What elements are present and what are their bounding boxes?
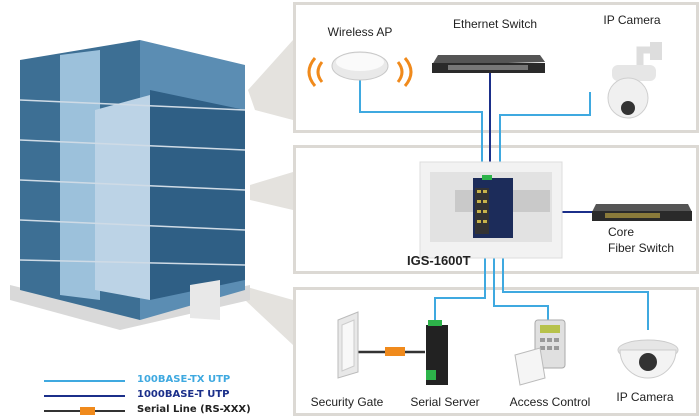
serial-server-label: Serial Server [410, 395, 480, 409]
ip-camera-bottom-label: IP Camera [616, 390, 674, 404]
building-image [10, 40, 250, 330]
security-gate-icon [337, 311, 359, 379]
legend-lines [44, 380, 125, 415]
igs-1600t-switch-icon [473, 175, 513, 238]
wireless-ap-icon [307, 51, 413, 87]
wireless-ap-label: Wireless AP [327, 25, 393, 39]
callout-wedges [240, 40, 293, 345]
ethernet-switch-icon [432, 55, 545, 73]
legend-1000base-t: 1000BASE-T UTP [137, 389, 230, 400]
access-control-label: Access Control [509, 395, 591, 409]
model-label: IGS-1600T [407, 253, 471, 268]
core-fiber-switch-icon [592, 204, 692, 221]
dome-camera-icon [617, 339, 679, 379]
ethernet-switch-label: Ethernet Switch [452, 17, 538, 31]
core-switch-label-1: Core [608, 225, 635, 239]
serial-server-icon [426, 320, 448, 385]
access-control-icon [514, 319, 566, 386]
core-switch-label-2: Fiber Switch [608, 241, 675, 255]
legend-serial-line: Serial Line (RS-XXX) [137, 404, 251, 415]
serial-connector-icon [385, 347, 405, 356]
ip-camera-label: IP Camera [603, 13, 661, 27]
security-gate-label: Security Gate [310, 395, 384, 409]
legend-100base-tx: 100BASE-TX UTP [137, 374, 231, 385]
ip-camera-icon [607, 42, 662, 119]
